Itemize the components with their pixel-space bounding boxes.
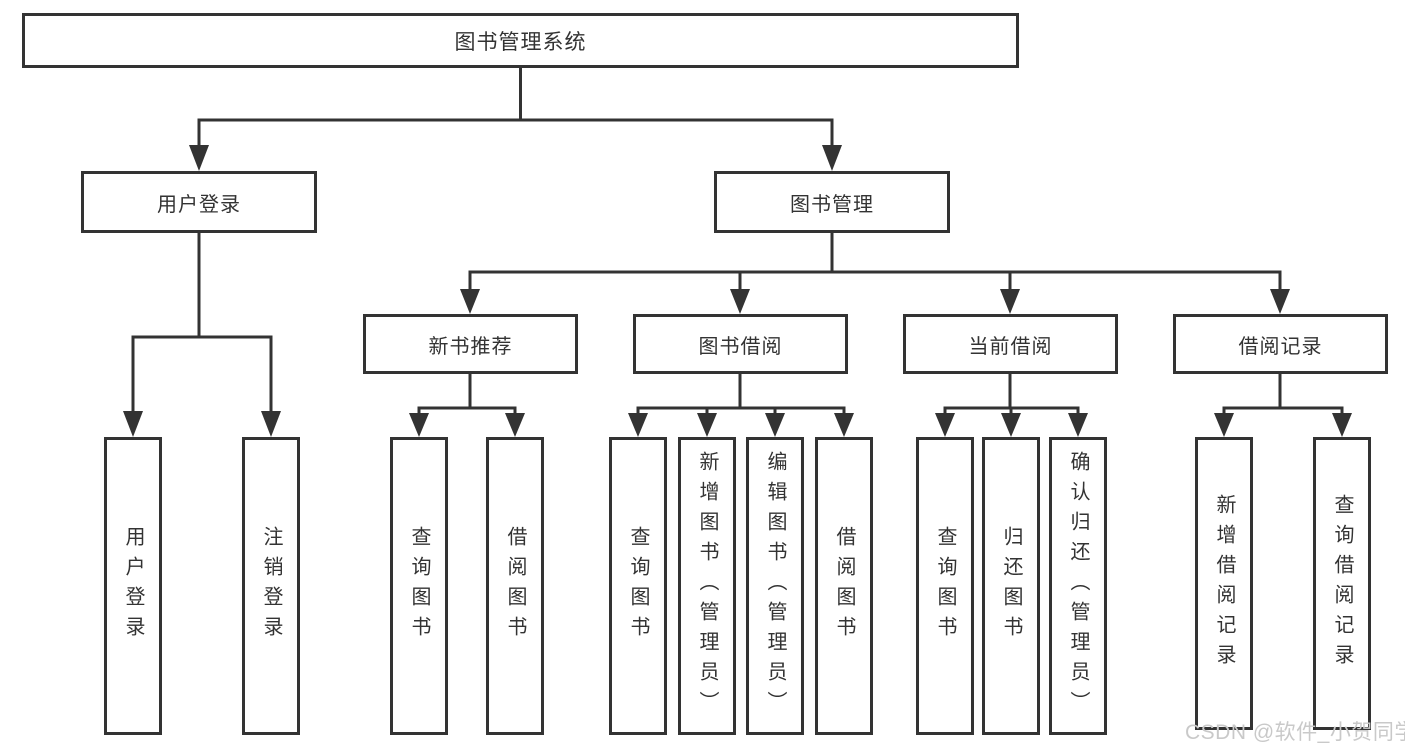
connector-book-management-to-level3: [460, 233, 1290, 314]
node-root-system: 图书管理系统: [22, 13, 1019, 68]
connector-user-login-to-leaves: [123, 233, 281, 437]
csdn-watermark: CSDN @软件_小贺同学: [1185, 721, 1405, 744]
node-leaf-borrow-books: 借阅图书: [815, 437, 873, 735]
node-leaf-login: 用户登录: [104, 437, 162, 735]
node-new-book-recommend: 新书推荐: [363, 314, 578, 374]
connector-root-to-level2: [189, 68, 842, 171]
node-borrow-record: 借阅记录: [1173, 314, 1388, 374]
node-leaf-confirm-return-admin: 确认归还（管理员）: [1049, 437, 1107, 735]
connector-borrow-record-to-leaves: [1214, 374, 1352, 437]
node-leaf-query-borrow-record: 查询借阅记录: [1313, 437, 1371, 730]
node-book-management: 图书管理: [714, 171, 950, 233]
connector-book-borrow-to-leaves: [628, 374, 854, 437]
connector-new-book-recommend-to-leaves: [409, 374, 525, 437]
node-leaf-add-books-admin: 新增图书（管理员）: [678, 437, 736, 735]
node-leaf-logout: 注销登录: [242, 437, 300, 735]
node-user-login: 用户登录: [81, 171, 317, 233]
connector-current-borrow-to-leaves: [935, 374, 1088, 437]
node-current-borrow: 当前借阅: [903, 314, 1118, 374]
node-book-borrow: 图书借阅: [633, 314, 848, 374]
node-leaf-add-borrow-record: 新增借阅记录: [1195, 437, 1253, 730]
node-leaf-edit-books-admin: 编辑图书（管理员）: [746, 437, 804, 735]
node-leaf-query-books-current: 查询图书: [916, 437, 974, 735]
node-leaf-return-books: 归还图书: [982, 437, 1040, 735]
node-leaf-query-books-borrow: 查询图书: [609, 437, 667, 735]
node-leaf-borrow-books-recommend: 借阅图书: [486, 437, 544, 735]
node-leaf-query-books-recommend: 查询图书: [390, 437, 448, 735]
